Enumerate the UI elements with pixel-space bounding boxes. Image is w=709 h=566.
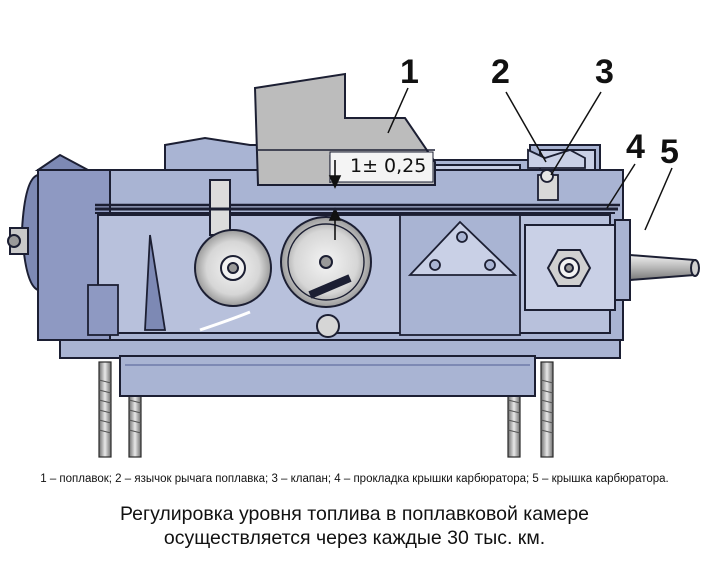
base-plate — [59, 339, 621, 397]
mounting-studs — [98, 361, 554, 458]
chamber-walls — [87, 214, 521, 336]
gauge-tolerance-label: 1± 0,25 — [350, 155, 427, 177]
caption-line-2: осуществляется через каждые 30 тыс. км. — [163, 527, 546, 549]
level-gauge — [253, 72, 436, 186]
left-flange — [7, 173, 39, 292]
dimension-arrows — [328, 160, 342, 240]
cover-fitting — [524, 219, 700, 311]
float-lever-tongue — [527, 148, 586, 201]
float-center — [280, 216, 372, 338]
callout-4: 4 — [626, 128, 645, 166]
callout-5: 5 — [660, 133, 679, 171]
callout-3: 3 — [595, 53, 614, 91]
leader-lines — [387, 87, 673, 231]
callout-2: 2 — [491, 53, 510, 91]
callout-1: 1 — [400, 53, 419, 91]
caption-line-1: Регулировка уровня топлива в поплавковой… — [119, 503, 590, 525]
carburetor-diagram — [7, 72, 700, 458]
figure-legend: 1 – поплавок; 2 – язычок рычага поплавка… — [40, 473, 669, 485]
